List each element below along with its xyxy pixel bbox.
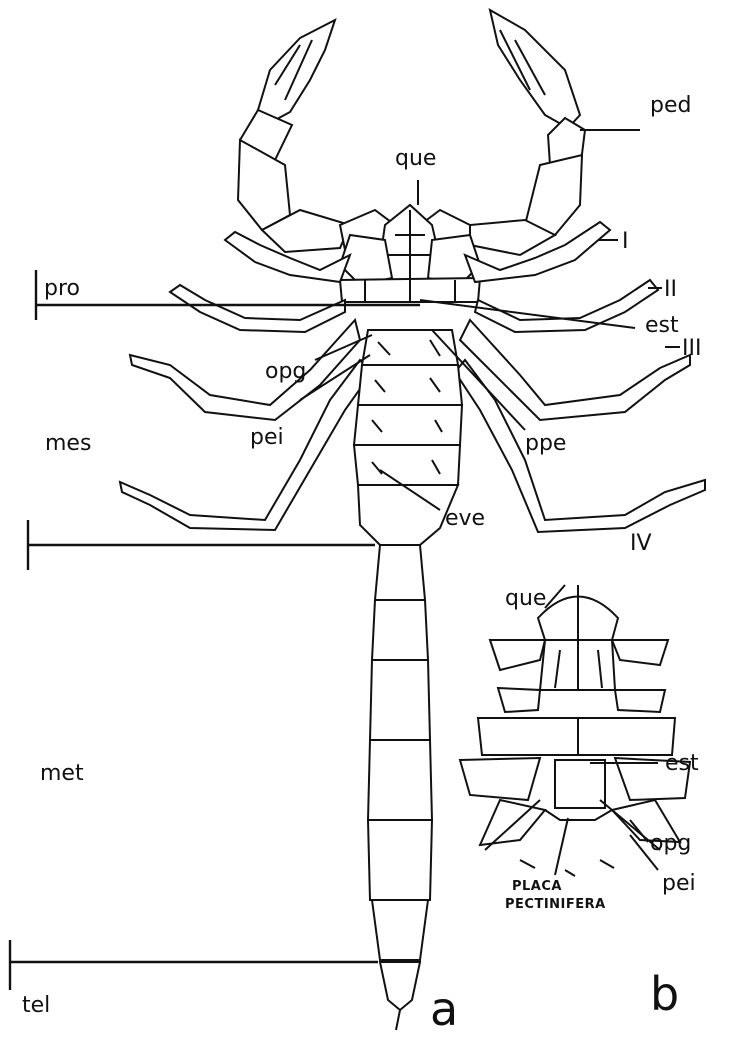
b-label-placa: PLACA [512, 879, 562, 894]
b-label-pectinifera: PECTINIFERA [505, 897, 606, 912]
label-pei: pei [250, 425, 284, 450]
label-leg-III: III [682, 336, 701, 361]
panel-letter-b: b [650, 967, 679, 1021]
region-tel: tel [22, 993, 50, 1018]
label-que: que [395, 146, 436, 171]
label-leg-II: II [664, 277, 677, 302]
label-leg-I: I [622, 229, 629, 254]
b-label-que: que [505, 586, 546, 611]
region-mes: mes [45, 431, 91, 456]
region-pro: pro [44, 276, 80, 301]
telson [380, 962, 420, 1030]
left-legs [120, 232, 372, 530]
label-ped: ped [650, 93, 691, 118]
label-ppe: ppe [525, 431, 566, 456]
b-label-pei: pei [662, 871, 696, 896]
b-label-est: est [665, 751, 699, 776]
b-label-opg: opg [650, 831, 691, 856]
metasoma [368, 545, 432, 960]
left-pedipalp [238, 20, 395, 252]
region-met: met [40, 761, 84, 786]
right-legs [455, 222, 705, 532]
label-leg-IV: IV [630, 531, 652, 556]
label-est: est [645, 313, 679, 338]
label-eve: eve [445, 506, 485, 531]
label-opg: opg [265, 359, 306, 384]
right-pedipalp [420, 10, 585, 255]
panel-letter-a: a [430, 982, 458, 1036]
